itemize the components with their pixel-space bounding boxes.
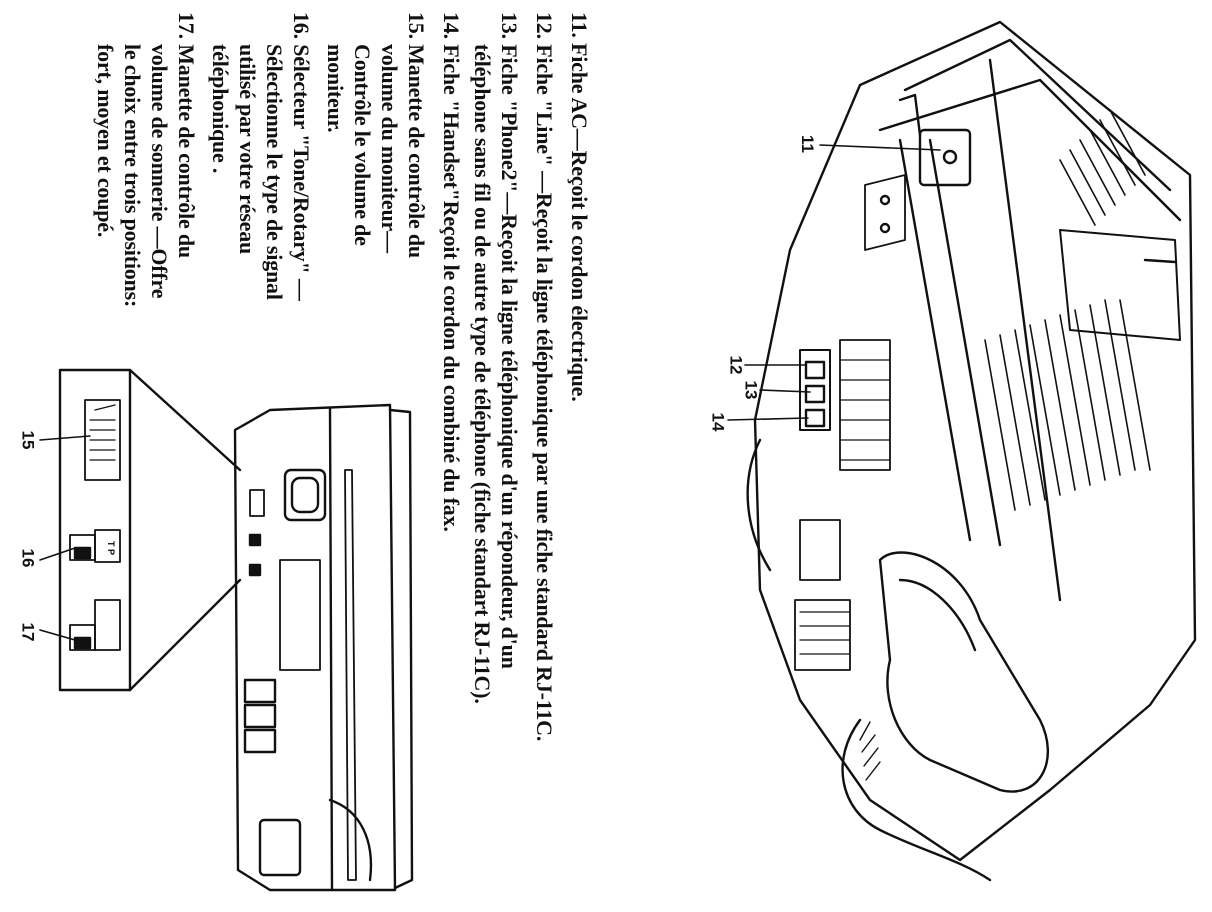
item-17: 17. Manette de contrôle du volume de son… [93,12,199,308]
item-12: 12. Fiche "Line" —Reçoit la ligne téléph… [532,12,557,742]
callout-13: 13 [741,380,761,400]
description-text: 11. Fiche AC—Reçoit le cordon électrique… [53,12,593,892]
callout-17: 17 [18,622,38,642]
switch-label: T P [106,541,116,555]
item-14: 14. Fiche "Handset"Reçoit le cordon du c… [439,12,464,532]
item-13: 13. Fiche "Phone2"—Reçoit la ligne télép… [470,12,522,704]
item-11: 11. Fiche AC—Reçoit le cordon électrique… [567,12,592,402]
callout-16: 16 [18,548,38,568]
item-16: 16. Sélecteur "Tone/Rotary" — Sélectionn… [208,12,314,301]
fax-machine-drawing [746,20,1197,882]
callout-14: 14 [708,412,728,432]
item-15: 15. Manette de contrôle du volume du mon… [323,12,429,258]
callout-15: 15 [18,430,38,450]
callout-12: 12 [726,355,746,375]
callout-11: 11 [797,135,817,153]
back-panel-drawing [58,368,414,892]
